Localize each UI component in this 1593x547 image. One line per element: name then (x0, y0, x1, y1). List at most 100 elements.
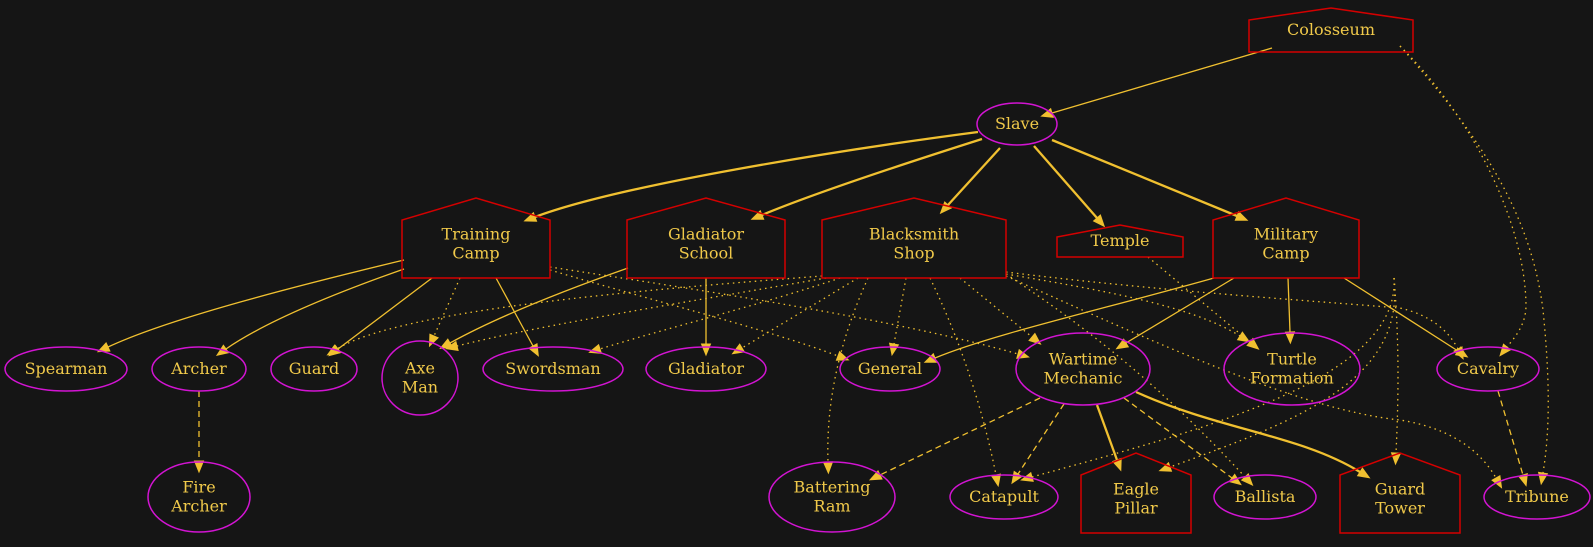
node-label: Mechanic (1043, 369, 1122, 388)
node-temple[interactable]: Temple (1056, 224, 1184, 258)
node-label: Tribune (1505, 487, 1569, 506)
node-tribune[interactable]: Tribune (1483, 474, 1591, 520)
arrowhead (1092, 214, 1106, 228)
unit-shape (151, 346, 247, 392)
unit-shape (1436, 346, 1540, 392)
node-label: Eagle (1113, 480, 1159, 499)
node-label: Man (402, 378, 438, 397)
arrowhead (1537, 471, 1549, 486)
node-gladiator[interactable]: Gladiator (645, 346, 767, 392)
unit-shape (4, 346, 128, 392)
arrowhead (1028, 332, 1042, 345)
edge-wartime_mechanic-to-guard_tower (1135, 390, 1371, 479)
node-guard[interactable]: Guard (270, 346, 358, 392)
node-label: Military (1254, 225, 1318, 244)
edge-military_camp-to-turtle_formation (1284, 277, 1296, 345)
edge-cavalry-to-tribune (1497, 390, 1528, 487)
node-label: Wartime (1049, 350, 1117, 369)
node-label: Pillar (1114, 499, 1158, 518)
node-general[interactable]: General (839, 346, 941, 392)
node-label: Camp (452, 244, 499, 263)
arrowhead (1234, 210, 1249, 221)
building-shape (1339, 452, 1461, 534)
edge-military_camp-to-cavalry (1343, 277, 1469, 358)
node-spearman[interactable]: Spearman (4, 346, 128, 392)
node-label: School (679, 244, 734, 263)
building-shape (401, 197, 551, 279)
node-label: Slave (995, 114, 1039, 133)
edge-blacksmith_shop-to-catapult (929, 277, 1002, 488)
building-shape (1248, 7, 1414, 53)
unit-shape (270, 346, 358, 392)
node-label: Archer (170, 359, 227, 378)
node-label: Blacksmith (869, 225, 959, 244)
node-label: Camp (1262, 244, 1309, 263)
node-swordsman[interactable]: Swordsman (482, 346, 624, 392)
arrowhead (528, 343, 539, 357)
edge-colosseum-to-slave (1040, 47, 1273, 118)
unit-shape (1483, 474, 1591, 520)
node-label: Ram (813, 497, 850, 516)
arrowhead (888, 342, 900, 357)
arrowhead (923, 352, 938, 363)
node-slave[interactable]: Slave (976, 102, 1058, 146)
edge-slave-to-training_camp (523, 130, 979, 222)
nodes-layer: ColosseumSlaveTrainingCampGladiatorSchoo… (4, 7, 1591, 534)
node-catapult[interactable]: Catapult (949, 474, 1059, 520)
arrowhead (822, 461, 834, 475)
node-label: Turtle (1267, 350, 1317, 369)
building-shape (821, 197, 1007, 279)
building-shape (1212, 197, 1360, 279)
unit-shape (482, 346, 624, 392)
unit-shape (147, 461, 251, 533)
arrowhead (1011, 470, 1023, 485)
node-label: Gladiator (668, 359, 744, 378)
node-label: Fire (182, 478, 215, 497)
unit-shape (768, 461, 896, 533)
arrowhead (1356, 467, 1371, 479)
building-shape (1080, 452, 1192, 534)
arrowhead (939, 201, 953, 215)
node-label: Archer (170, 497, 227, 516)
arrowhead (193, 460, 205, 474)
edge-slave-to-blacksmith_shop (939, 147, 1001, 215)
node-label: Formation (1250, 369, 1334, 388)
node-label: Tower (1375, 499, 1425, 518)
node-cavalry[interactable]: Cavalry (1436, 346, 1540, 392)
arrowhead (1284, 331, 1296, 345)
node-label: Temple (1091, 231, 1150, 250)
edge-blacksmith_shop-to-gladiator (731, 277, 859, 355)
node-label: Guard (289, 359, 340, 378)
node-label: Guard (1375, 480, 1426, 499)
node-colosseum[interactable]: Colosseum (1248, 7, 1414, 53)
edge-blacksmith_shop-to-wartime_mechanic (959, 277, 1042, 345)
edge-training_camp-to-wartime_mechanic (549, 266, 1030, 359)
building-shape (626, 197, 786, 279)
node-archer[interactable]: Archer (151, 346, 247, 392)
edge-wartime_mechanic-to-battering_ram (868, 397, 1041, 481)
node-label: Spearman (25, 359, 108, 378)
edge-colosseum-to-tribune (1399, 45, 1549, 486)
edge-temple-to-turtle_formation (1147, 256, 1260, 350)
node-label: Colosseum (1287, 20, 1375, 39)
edge-training_camp-to-guard (328, 277, 433, 357)
edge-slave-to-military_camp (1051, 138, 1249, 221)
edge-military_camp-to-wartime_mechanic (1115, 277, 1235, 350)
unit-shape (976, 102, 1058, 146)
node-ballista[interactable]: Ballista (1213, 474, 1317, 520)
node-label: Axe (404, 359, 435, 378)
unit-shape (1015, 332, 1151, 406)
edges-layer (96, 45, 1549, 489)
